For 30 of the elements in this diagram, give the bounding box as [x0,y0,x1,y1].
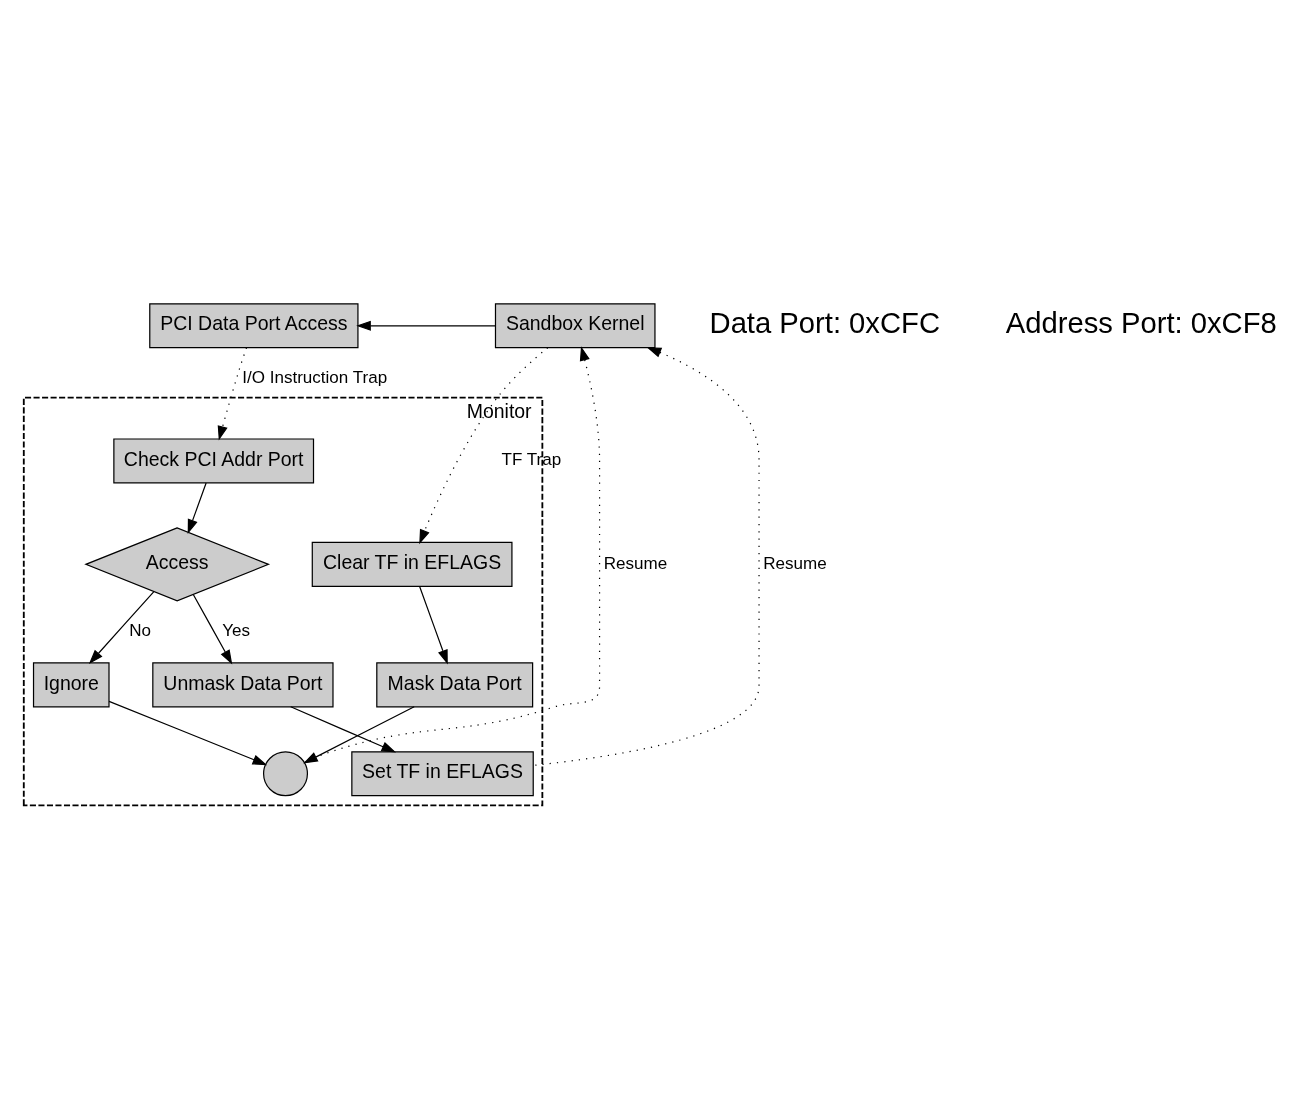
node-diamond: Access [84,526,271,602]
node-box: Sandbox Kernel [494,302,656,348]
edge-label: TF Trap [501,449,562,469]
node-box: Unmask Data Port [152,661,334,707]
node-box: Ignore [32,661,110,707]
node-box: Mask Data Port [376,661,534,707]
node-box: PCI Data Port Access [149,302,359,348]
arrow [304,345,601,763]
label: Data Port: 0xCFC [709,306,940,339]
edge-label: Resume [603,553,668,573]
node-circle [263,750,309,796]
label: Address Port: 0xCF8 [1005,306,1277,339]
arrow [217,346,248,441]
arrow [419,346,549,544]
edge-label: Yes [222,620,251,640]
edge-label: I/O Instruction Trap [242,367,388,387]
arrow [419,585,448,664]
node-box: Clear TF in EFLAGS [311,541,513,587]
arrow [290,705,397,752]
arrow [88,590,155,664]
arrow [356,320,497,331]
node-box: Set TF in EFLAGS [351,750,534,796]
arrow [192,593,233,665]
arrow [303,705,415,763]
arrow [187,481,207,534]
arrow [532,346,760,766]
node-box: Check PCI Addr Port [113,437,315,483]
edge-label: Resume [763,553,827,573]
arrow [108,700,268,765]
edge-label: No [129,620,151,640]
